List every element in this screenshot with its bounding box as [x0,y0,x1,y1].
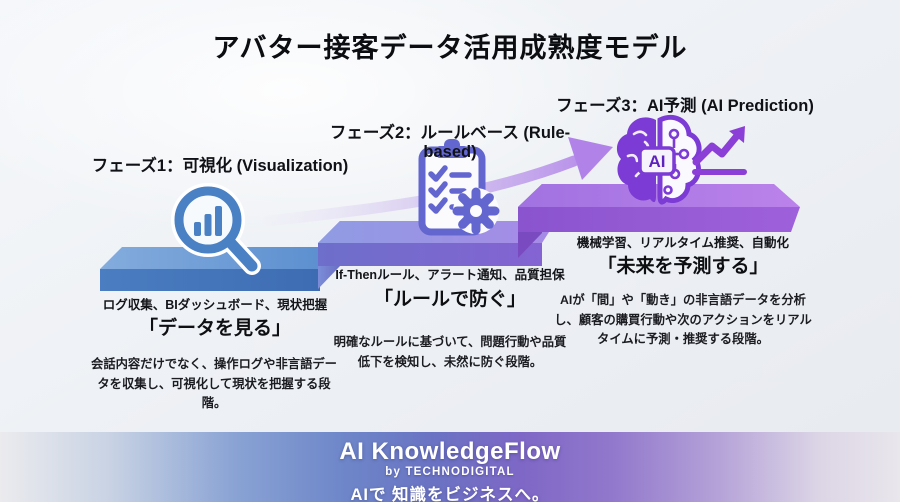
step-2-platform [318,221,556,289]
phase-1-quote: 「データを見る」 [138,318,291,339]
phase-2-keywords: If-Thenルール、アラート通知、品質担保 [335,268,565,282]
brand-name: AI KnowledgeFlow [339,438,561,465]
phase-3-description: AIが「間」や「動き」の非言語データを分析し、顧客の購買行動や次のアクションをリ… [554,293,812,347]
step-1-platform [100,247,334,291]
brand-byline: by TECHNODIGITAL [385,466,515,478]
trend-up-icon [692,126,747,175]
phase-1-label: フェーズ1：可視化 (Visualization) [91,157,349,175]
clipboard-checklist-gear-icon [418,139,500,236]
phase-1-keywords: ログ収集、BIダッシュボード、現状把握 [102,298,328,312]
ai-badge-label: AI [649,152,666,171]
ai-brain-trend-icon: AI [616,114,747,205]
brand-banner: AI KnowledgeFlow by TECHNODIGITAL AIで 知識… [0,432,900,502]
phase-1-description: 会話内容だけでなく、操作ログや非言語データを収集し、可視化して現状を把握する段階… [91,357,337,411]
phase-3-keywords: 機械学習、リアルタイム推奨、自動化 [576,236,790,250]
phase-2-description: 明確なルールに基づいて、問題行動や品質低下を検知し、未然に防ぐ段階。 [333,335,567,369]
phase-2-label: フェーズ2：ルールベース (Rule-based) [329,124,571,161]
phase-3-label: フェーズ3：AI予測 (AI Prediction) [556,97,814,115]
brand-tagline: AIで 知識をビジネスへ。 [350,486,550,502]
gear-icon [452,187,500,235]
magnifier-bar-chart-icon [171,183,261,275]
phase-3-quote: 「未来を予測する」 [597,256,769,277]
phase-2-quote: 「ルールで防ぐ」 [373,289,526,310]
brain-icon: AI [616,114,702,205]
page-title: アバター接客データ活用成熟度モデル [212,33,688,63]
